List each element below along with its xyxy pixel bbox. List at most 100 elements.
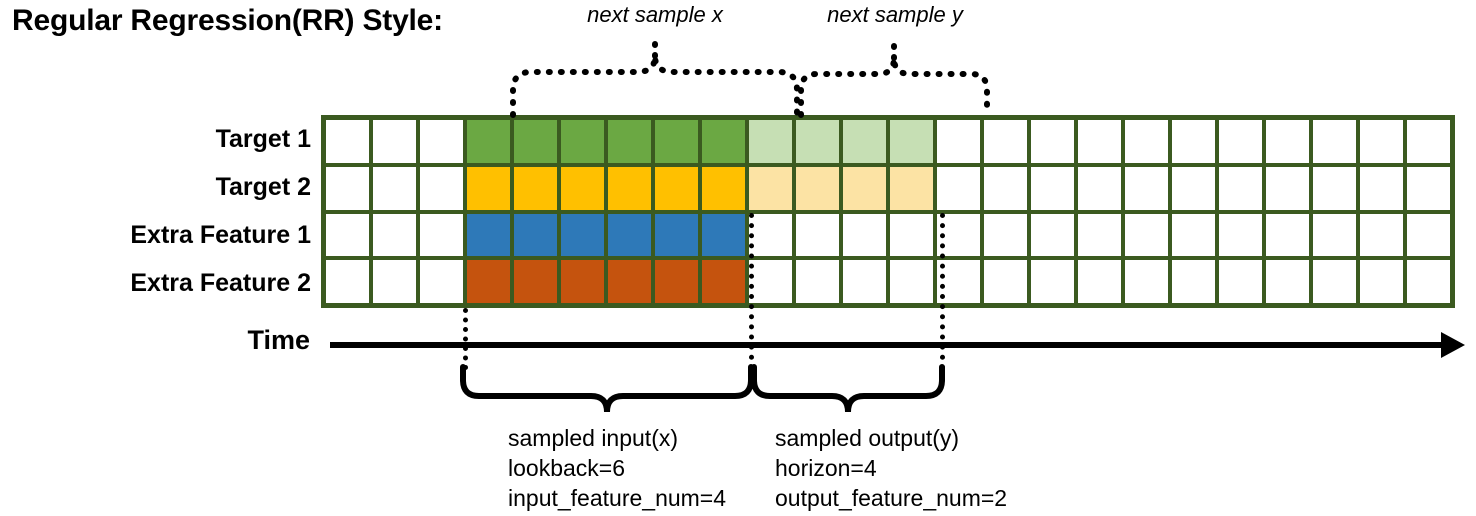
sampled-output-line-3: output_feature_num=2 bbox=[775, 485, 1008, 511]
grid-cell-output bbox=[796, 166, 839, 210]
grid-cell-empty bbox=[1266, 166, 1309, 210]
grid-cell-empty bbox=[1407, 260, 1450, 303]
grid-cell-empty bbox=[1078, 260, 1121, 303]
grid-cell-empty bbox=[373, 260, 416, 303]
next-sample-x-label: next sample x bbox=[587, 2, 723, 27]
grid-cell-input bbox=[514, 166, 557, 210]
grid-cell-input bbox=[467, 166, 510, 210]
grid-cell-empty bbox=[749, 260, 792, 303]
grid-cell-input bbox=[467, 120, 510, 163]
grid-cell-input bbox=[702, 166, 745, 210]
grid-cell-output bbox=[749, 120, 792, 163]
grid-cell-input bbox=[561, 120, 604, 163]
grid-cell-input bbox=[655, 166, 698, 210]
grid-cell-empty bbox=[1266, 260, 1309, 303]
sampled-input-line-3: input_feature_num=4 bbox=[508, 485, 727, 511]
grid-row bbox=[326, 120, 1450, 163]
grid-cell-input bbox=[608, 213, 651, 257]
grid-cell-empty bbox=[1266, 213, 1309, 257]
sampled-input-note: sampled input(x) lookback=6 input_featur… bbox=[508, 423, 726, 513]
row-label-target-1: Target 1 bbox=[215, 125, 311, 153]
page-title: Regular Regression(RR) Style: bbox=[12, 4, 443, 37]
grid-cell-empty bbox=[890, 213, 933, 257]
guide-line-output-end bbox=[940, 213, 945, 370]
grid-cell-empty bbox=[1125, 166, 1168, 210]
grid-cell-empty bbox=[326, 166, 369, 210]
grid-cell-output bbox=[890, 166, 933, 210]
grid-cell-empty bbox=[1266, 120, 1309, 163]
grid-cell-empty bbox=[1407, 213, 1450, 257]
next-sample-y-label: next sample y bbox=[827, 2, 963, 27]
grid-cell-empty bbox=[843, 260, 886, 303]
grid-cell-empty bbox=[796, 260, 839, 303]
grid-cell-empty bbox=[1078, 120, 1121, 163]
grid-cell-output bbox=[843, 120, 886, 163]
grid-cell-input bbox=[561, 213, 604, 257]
grid-cell-empty bbox=[1172, 260, 1215, 303]
grid-cell-input bbox=[467, 213, 510, 257]
grid-cell-empty bbox=[1407, 120, 1450, 163]
grid-cell-output bbox=[843, 166, 886, 210]
grid-cell-empty bbox=[984, 166, 1027, 210]
grid-cell-empty bbox=[1172, 166, 1215, 210]
grid-row bbox=[326, 166, 1450, 210]
grid-cell-input bbox=[608, 166, 651, 210]
grid-cell-empty bbox=[843, 213, 886, 257]
grid-cell-empty bbox=[420, 260, 463, 303]
grid-cell-empty bbox=[984, 213, 1027, 257]
grid-cell-empty bbox=[796, 213, 839, 257]
row-label-extra-feature-2: Extra Feature 2 bbox=[130, 269, 311, 297]
grid-cell-input bbox=[514, 213, 557, 257]
grid-cell-empty bbox=[1031, 213, 1074, 257]
grid-cell-empty bbox=[373, 120, 416, 163]
grid-cell-empty bbox=[1125, 260, 1168, 303]
grid-cell-empty bbox=[1360, 166, 1403, 210]
grid-cell-input bbox=[514, 120, 557, 163]
grid-cell-empty bbox=[1078, 166, 1121, 210]
grid-cell-empty bbox=[1360, 120, 1403, 163]
grid-cell-input bbox=[702, 260, 745, 303]
grid-cell-empty bbox=[1125, 120, 1168, 163]
grid-cell-input bbox=[608, 260, 651, 303]
grid-cell-output bbox=[796, 120, 839, 163]
grid-cell-empty bbox=[373, 213, 416, 257]
sampled-input-line-2: lookback=6 bbox=[508, 455, 625, 481]
timeseries-grid bbox=[321, 115, 1455, 308]
grid-cell-input bbox=[561, 166, 604, 210]
grid-cell-empty bbox=[1360, 213, 1403, 257]
time-arrow-icon bbox=[1441, 332, 1465, 358]
grid-cell-empty bbox=[1407, 166, 1450, 210]
grid-cell-empty bbox=[420, 213, 463, 257]
grid-cell-input bbox=[655, 120, 698, 163]
grid-cell-empty bbox=[1219, 120, 1262, 163]
grid-cell-input bbox=[467, 260, 510, 303]
brace-next-sample-y bbox=[798, 57, 990, 118]
sampled-input-line-1: sampled input(x) bbox=[508, 425, 679, 451]
grid-cell-empty bbox=[326, 260, 369, 303]
grid-cell-empty bbox=[937, 120, 980, 163]
grid-cell-empty bbox=[1313, 120, 1356, 163]
grid-cell-empty bbox=[373, 166, 416, 210]
grid-cell-input bbox=[561, 260, 604, 303]
grid-cell-empty bbox=[1219, 213, 1262, 257]
grid-cell-empty bbox=[326, 213, 369, 257]
brace-next-sample-x bbox=[510, 55, 800, 118]
grid-cell-empty bbox=[984, 260, 1027, 303]
row-label-target-2: Target 2 bbox=[215, 173, 311, 201]
grid-cell-empty bbox=[1172, 120, 1215, 163]
grid-cell-input bbox=[702, 120, 745, 163]
grid-cell-empty bbox=[1031, 260, 1074, 303]
grid-cell-empty bbox=[984, 120, 1027, 163]
grid-cell-input bbox=[514, 260, 557, 303]
grid-cell-empty bbox=[749, 213, 792, 257]
time-axis-label: Time bbox=[247, 325, 310, 355]
grid-cell-empty bbox=[1078, 213, 1121, 257]
grid-cell-empty bbox=[1313, 213, 1356, 257]
grid-cell-empty bbox=[326, 120, 369, 163]
sampled-output-line-1: sampled output(y) bbox=[775, 425, 960, 451]
grid-cell-empty bbox=[1031, 120, 1074, 163]
grid-cell-input bbox=[608, 120, 651, 163]
grid-cell-empty bbox=[1031, 166, 1074, 210]
grid-cell-empty bbox=[1219, 260, 1262, 303]
grid-cell-input bbox=[655, 260, 698, 303]
